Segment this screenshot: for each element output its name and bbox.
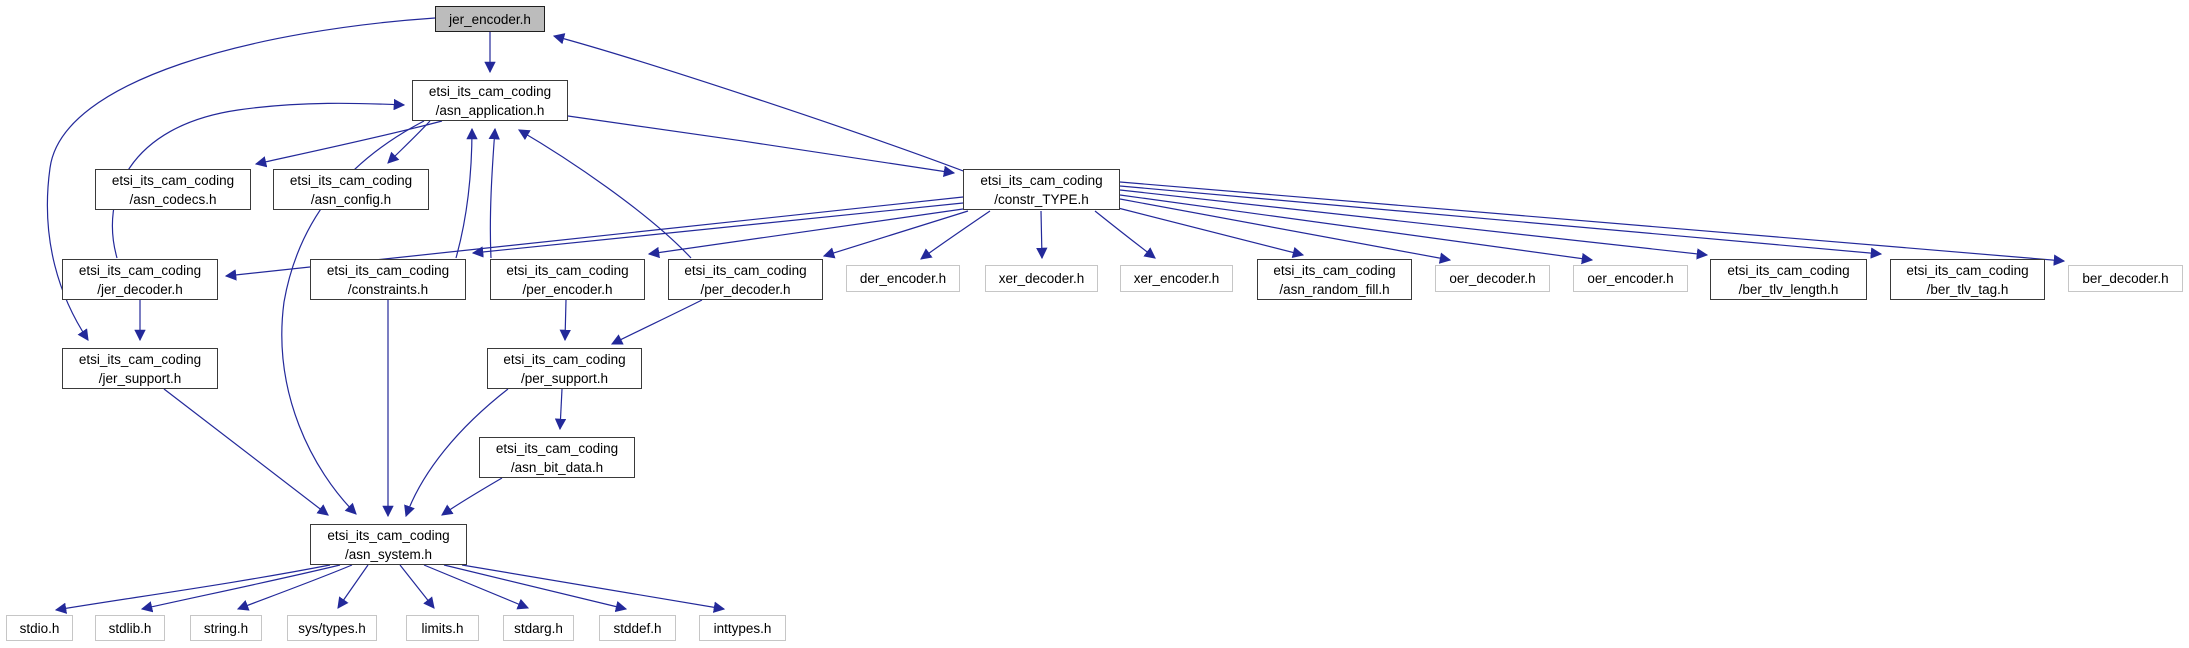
node-asn-application[interactable]: etsi_its_cam_coding /asn_application.h xyxy=(412,80,568,121)
node-asn-bit-data[interactable]: etsi_its_cam_coding /asn_bit_data.h xyxy=(479,437,635,478)
node-constraints[interactable]: etsi_its_cam_coding /constraints.h xyxy=(310,259,466,300)
node-jer-support[interactable]: etsi_its_cam_coding /jer_support.h xyxy=(62,348,218,389)
node-jer-decoder[interactable]: etsi_its_cam_coding /jer_decoder.h xyxy=(62,259,218,300)
node-asn-config[interactable]: etsi_its_cam_coding /asn_config.h xyxy=(273,169,429,210)
node-xer-decoder[interactable]: xer_decoder.h xyxy=(985,265,1098,292)
node-jer-encoder[interactable]: jer_encoder.h xyxy=(435,6,545,32)
node-asn-random-fill[interactable]: etsi_its_cam_coding /asn_random_fill.h xyxy=(1257,259,1412,300)
node-asn-system[interactable]: etsi_its_cam_coding /asn_system.h xyxy=(310,524,467,565)
node-stdlib[interactable]: stdlib.h xyxy=(95,615,165,641)
node-stdarg[interactable]: stdarg.h xyxy=(503,615,574,641)
node-ber-tlv-tag[interactable]: etsi_its_cam_coding /ber_tlv_tag.h xyxy=(1890,259,2045,300)
node-limits[interactable]: limits.h xyxy=(406,615,479,641)
node-ber-decoder[interactable]: ber_decoder.h xyxy=(2068,265,2183,292)
node-sys-types[interactable]: sys/types.h xyxy=(287,615,377,641)
node-asn-codecs[interactable]: etsi_its_cam_coding /asn_codecs.h xyxy=(95,169,251,210)
node-der-encoder[interactable]: der_encoder.h xyxy=(846,265,960,292)
node-inttypes[interactable]: inttypes.h xyxy=(699,615,786,641)
node-per-encoder[interactable]: etsi_its_cam_coding /per_encoder.h xyxy=(490,259,645,300)
node-stdio[interactable]: stdio.h xyxy=(6,615,73,641)
node-xer-encoder[interactable]: xer_encoder.h xyxy=(1120,265,1233,292)
node-per-support[interactable]: etsi_its_cam_coding /per_support.h xyxy=(487,348,642,389)
node-ber-tlv-length[interactable]: etsi_its_cam_coding /ber_tlv_length.h xyxy=(1710,259,1867,300)
node-oer-encoder[interactable]: oer_encoder.h xyxy=(1573,265,1688,292)
node-constr-type[interactable]: etsi_its_cam_coding /constr_TYPE.h xyxy=(963,169,1120,210)
node-per-decoder[interactable]: etsi_its_cam_coding /per_decoder.h xyxy=(668,259,823,300)
node-stddef[interactable]: stddef.h xyxy=(599,615,676,641)
node-string[interactable]: string.h xyxy=(190,615,262,641)
node-oer-decoder[interactable]: oer_decoder.h xyxy=(1435,265,1550,292)
